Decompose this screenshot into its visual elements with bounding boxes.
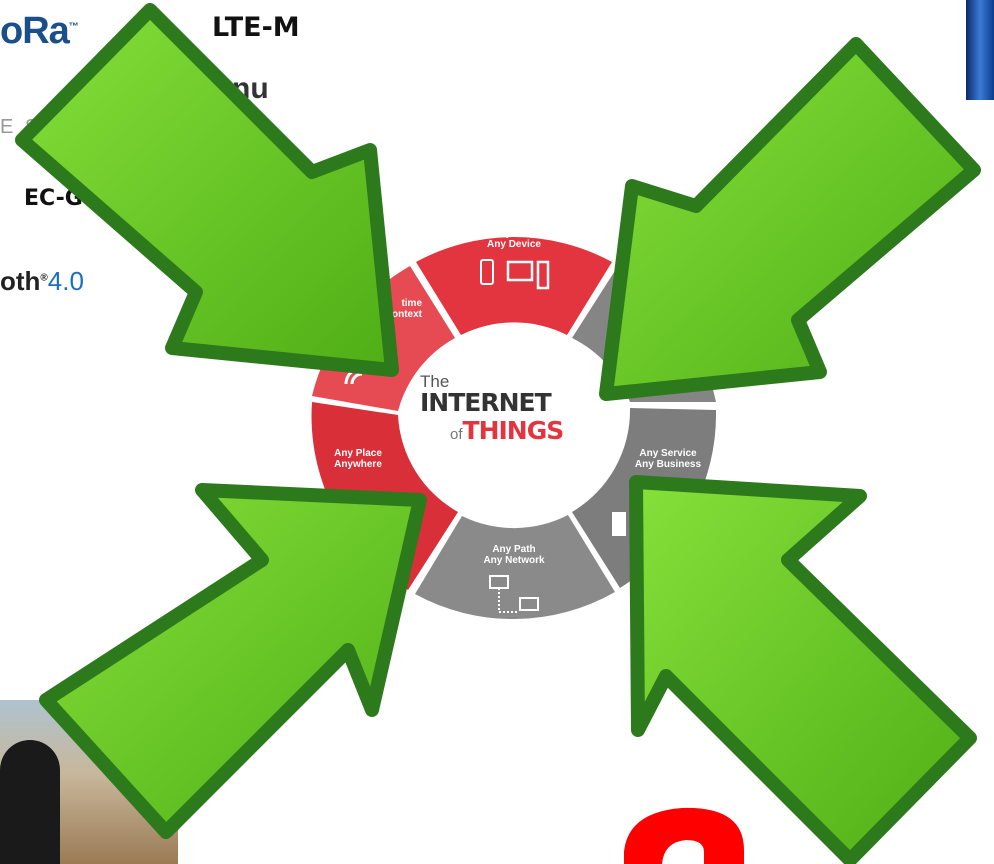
- arrow-top-right: [599, 37, 981, 401]
- iot-title: The INTERNET ofTHINGS: [420, 373, 610, 445]
- monitor-icon: [506, 260, 550, 290]
- arrow-bottom-left: [39, 483, 427, 839]
- iot-internet-text: INTERNET: [420, 388, 552, 417]
- arrow-top-left: [15, 3, 399, 377]
- network-icon: [489, 575, 539, 613]
- arrow-bottom-right: [629, 475, 977, 864]
- iot-the-text: The: [420, 372, 450, 391]
- segment-anypath: [415, 515, 615, 620]
- lte-m-logo: LTE-M: [212, 12, 300, 43]
- bluetooth-logo: oth®4.0: [0, 266, 84, 296]
- server-rack-image: [966, 0, 994, 100]
- iot-things-text: THINGS: [462, 416, 565, 445]
- question-mark-shape: [624, 807, 744, 864]
- iot-of-text: of: [450, 426, 463, 443]
- lora-logo: oRa™: [0, 10, 79, 52]
- building-icon: [612, 512, 626, 536]
- segment-anything: [416, 237, 612, 335]
- phone-icon: [480, 259, 494, 285]
